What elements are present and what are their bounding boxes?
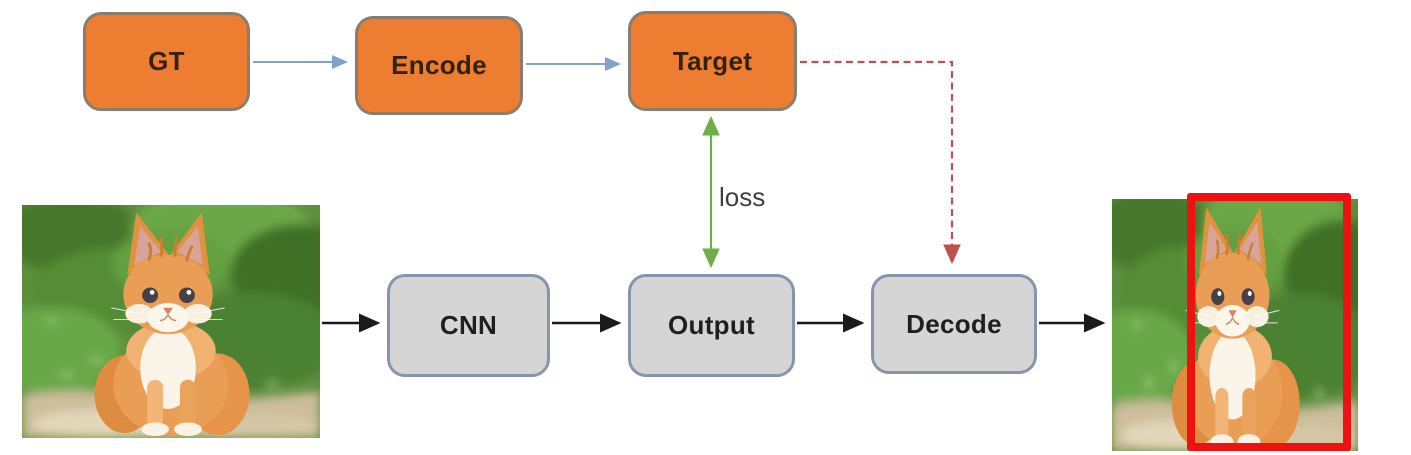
node-target-label: Target <box>672 45 753 76</box>
node-target: Target <box>628 11 797 111</box>
node-decode: Decode <box>871 274 1037 374</box>
node-output-label: Output <box>668 310 755 340</box>
predicted-bounding-box <box>1187 193 1351 451</box>
node-cnn-label: CNN <box>439 310 498 340</box>
node-output: Output <box>628 274 795 377</box>
node-decode-label: Decode <box>906 308 1002 339</box>
input-cat-photo <box>22 205 320 438</box>
node-encode: Encode <box>355 16 523 115</box>
loss-label: loss <box>719 182 766 212</box>
input-cat-image <box>22 205 320 438</box>
arrow-target-to-decode-dashed <box>800 60 961 265</box>
node-gt-label: GT <box>148 46 185 76</box>
node-gt: GT <box>83 12 250 111</box>
node-cnn: CNN <box>387 274 550 377</box>
node-encode-label: Encode <box>391 50 487 80</box>
